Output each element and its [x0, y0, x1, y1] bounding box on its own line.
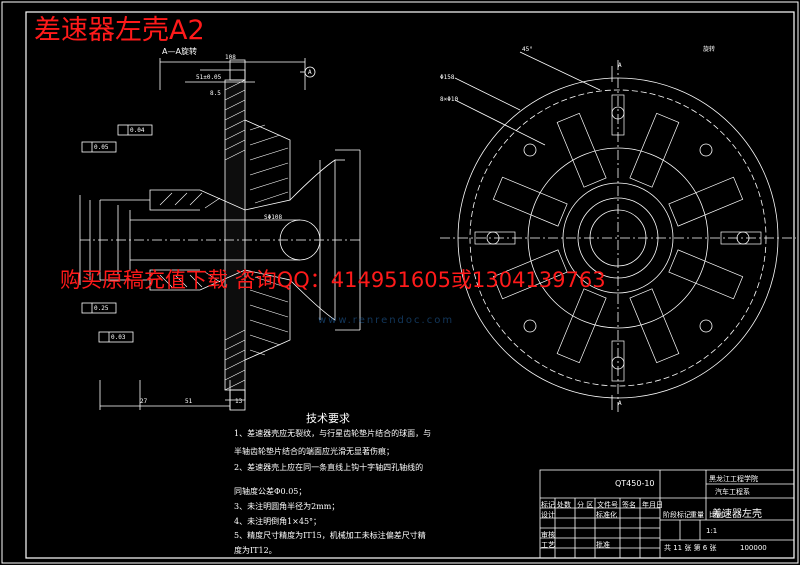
tb-header-sign: 签名 — [622, 501, 636, 509]
tb-header-zone: 分 区 — [577, 501, 594, 509]
tb-standard: 标准化 — [596, 511, 617, 519]
dim-27: 27 — [140, 398, 148, 405]
tech-req-line-1: 1、差速器壳应无裂纹，与行星齿轮垫片结合的球面，与 — [234, 429, 432, 438]
dim-overall-length: 108 — [225, 54, 236, 61]
tech-req-line-7: 5、精度尺寸精度为IT15，机械加工未标注偏差尺寸精 — [234, 531, 426, 540]
section-view — [79, 58, 361, 411]
tb-part-name: 差速器左壳 — [712, 509, 762, 520]
tech-req-line-2: 半轴齿轮垫片结合的端面应光滑无显著伤痕； — [234, 447, 394, 456]
watermark-site: www.renrendoc.com — [318, 315, 455, 326]
tol-frame-1: 0.05 — [94, 144, 109, 151]
ad-banner-text: 购买原稿充值下载 咨询QQ：414951605或1304139763 — [60, 268, 606, 292]
tech-req-line-5: 3、未注明圆角半径为2mm； — [234, 502, 340, 511]
tol-frame-2: 0.25 — [94, 305, 109, 312]
tb-material: QT450-10 — [615, 479, 655, 488]
tech-req-line-3: 2、差速器壳上应在同一条直线上钩十字轴四孔轴线的 — [234, 463, 424, 472]
drawing-title: 差速器左壳A2 — [34, 15, 205, 46]
tb-approve: 批准 — [596, 541, 610, 549]
dim-hub-length: 51±0.05 — [196, 74, 222, 81]
datum-a-top: A — [618, 62, 622, 69]
tol-frame-4: 0.04 — [130, 127, 145, 134]
tech-req-line-6: 4、未注明倒角1×45°； — [234, 517, 322, 526]
tb-header-count: 处数 — [557, 501, 571, 509]
dim-13: 13 — [235, 398, 243, 405]
tech-requirements-title: 技术要求 — [306, 412, 350, 425]
tb-drawing-no: 100000 — [740, 544, 767, 552]
tb-header-date: 年月日 — [642, 501, 663, 509]
tb-sheets: 共 11 张 第 6 张 — [664, 544, 717, 552]
dim-sphere: SΦ108 — [264, 214, 283, 221]
tech-req-line-4: 同轴度公差Φ0.05； — [234, 487, 307, 496]
tb-header-file: 文件号 — [597, 501, 618, 509]
tb-stage-header-1: 阶段标记 — [663, 511, 691, 519]
tb-school: 黑龙江工程学院 — [709, 475, 758, 483]
dim-51: 51 — [185, 398, 193, 405]
tb-scale: 1:1 — [706, 527, 718, 535]
tol-frame-3: 0.03 — [111, 334, 126, 341]
dim-bolt-holes: 8×Φ10 — [440, 96, 459, 103]
datum-a-bottom: A — [618, 400, 622, 407]
view-marker: 旋转 — [703, 46, 716, 53]
tb-stage-header-3: 比例 — [709, 511, 723, 519]
dim-bolt-circle: Φ158 — [440, 74, 455, 81]
tb-header-mark: 标记 — [541, 501, 555, 509]
tb-row-process: 工艺 — [541, 541, 555, 549]
dim-angle: 45° — [522, 46, 533, 53]
dim-8-5: 8.5 — [210, 90, 221, 97]
tech-req-line-8: 度为IT12。 — [234, 546, 277, 555]
title-block-grid — [539, 469, 795, 559]
inner-frame — [25, 11, 795, 559]
tb-department: 汽车工程系 — [715, 488, 750, 496]
tb-row-review: 审核 — [541, 531, 555, 539]
tb-stage-header-2: 重量 — [690, 511, 704, 519]
tb-row-design: 设计 — [541, 511, 555, 519]
front-view — [440, 51, 796, 415]
section-label: A—A旋转 — [162, 47, 197, 56]
datum-a-left: A — [308, 69, 312, 76]
